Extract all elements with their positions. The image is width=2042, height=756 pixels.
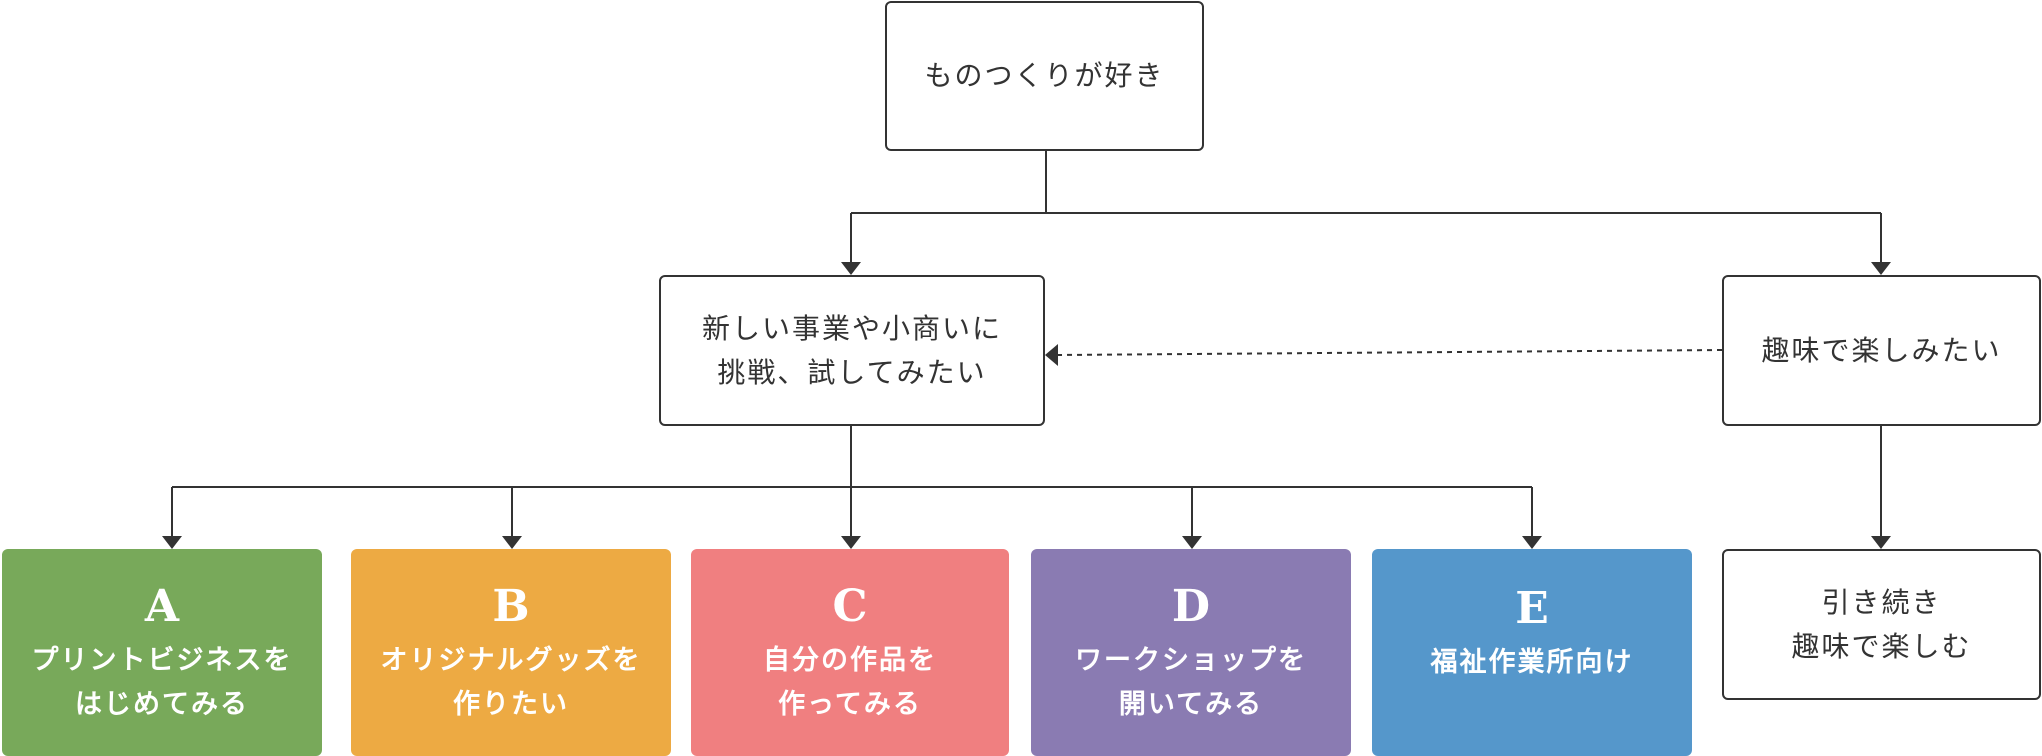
option-e: E 福祉作業所向け xyxy=(1372,549,1692,756)
hobby-node: 趣味で楽しみたい xyxy=(1722,275,2041,426)
connector-dotted-hobby-to-challenge xyxy=(1057,349,1723,356)
option-a: A プリントビジネスを はじめてみる xyxy=(2,549,322,756)
option-b: B オリジナルグッズを 作りたい xyxy=(351,549,671,756)
challenge-node-line-2: 挑戦、試してみたい xyxy=(717,355,987,389)
option-a-line-1: プリントビジネスを xyxy=(31,644,293,676)
challenge-node: 新しい事業や小商いに 挑戦、試してみたい xyxy=(659,275,1045,426)
arrowhead-option-d xyxy=(1182,536,1202,549)
option-b-letter: B xyxy=(492,580,530,632)
continue-hobby-line-1: 引き続き xyxy=(1821,585,1942,619)
arrowhead-option-c xyxy=(841,536,861,549)
root-node-label: ものつくりが好き xyxy=(924,59,1165,92)
arrowhead-option-b xyxy=(502,536,522,549)
arrowhead-continue-hobby xyxy=(1871,536,1891,549)
root-node: ものつくりが好き xyxy=(885,1,1204,151)
option-d-letter: D xyxy=(1171,580,1211,632)
option-e-letter: E xyxy=(1515,583,1549,634)
option-c: C 自分の作品を 作ってみる xyxy=(691,549,1009,756)
option-c-letter: C xyxy=(832,580,868,632)
arrowhead-challenge xyxy=(841,262,861,275)
arrowhead-option-a xyxy=(162,536,182,549)
option-b-line-2: 作りたい xyxy=(453,688,569,720)
option-a-line-2: はじめてみる xyxy=(75,688,249,720)
option-a-letter: A xyxy=(144,580,180,632)
arrowhead-option-e xyxy=(1522,536,1542,549)
option-d-line-1: ワークショップを xyxy=(1075,644,1307,676)
option-b-line-1: オリジナルグッズを xyxy=(380,644,642,676)
continue-hobby-line-2: 趣味で楽しむ xyxy=(1791,629,1972,663)
continue-hobby-node: 引き続き 趣味で楽しむ xyxy=(1722,549,2041,700)
arrowhead-dotted-challenge xyxy=(1045,344,1058,366)
hobby-node-label: 趣味で楽しみたい xyxy=(1761,333,2002,367)
option-d: D ワークショップを 開いてみる xyxy=(1031,549,1351,756)
arrowhead-hobby xyxy=(1871,262,1891,275)
option-e-line-1: 福祉作業所向け xyxy=(1430,647,1634,678)
challenge-node-line-1: 新しい事業や小商いに xyxy=(701,311,1002,345)
option-d-line-2: 開いてみる xyxy=(1118,688,1264,720)
option-c-line-2: 作ってみる xyxy=(778,688,922,720)
option-c-line-1: 自分の作品を xyxy=(763,644,937,676)
